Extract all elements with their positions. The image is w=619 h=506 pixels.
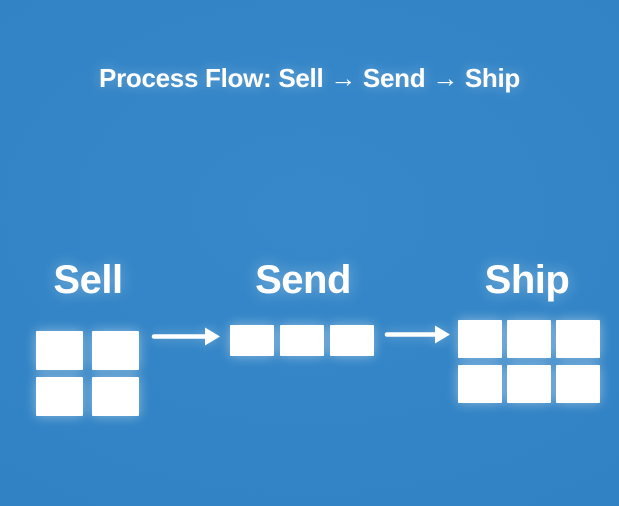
ship-unit-box — [458, 320, 502, 358]
arrow-send-to-ship-icon — [384, 325, 450, 344]
ship-unit-box — [556, 365, 600, 403]
sell-unit-box — [92, 331, 139, 370]
ship-unit-box — [507, 320, 551, 358]
send-unit-box — [280, 325, 324, 356]
ship-unit-box — [556, 320, 600, 358]
ship-units-grid — [458, 320, 600, 403]
sell-unit-box — [92, 377, 139, 416]
send-units-grid — [230, 325, 374, 356]
sell-unit-box — [36, 377, 83, 416]
diagram-title: Process Flow: Sell → Send → Ship — [99, 63, 520, 93]
send-unit-box — [230, 325, 274, 356]
send-unit-box — [330, 325, 374, 356]
stage-label-send: Send — [255, 258, 351, 302]
stage-label-sell: Sell — [53, 258, 123, 302]
sell-units-grid — [36, 331, 139, 416]
ship-unit-box — [458, 365, 502, 403]
stage-label-ship: Ship — [484, 258, 570, 302]
sell-unit-box — [36, 331, 83, 370]
ship-unit-box — [507, 365, 551, 403]
arrow-sell-to-send-icon — [151, 327, 220, 346]
